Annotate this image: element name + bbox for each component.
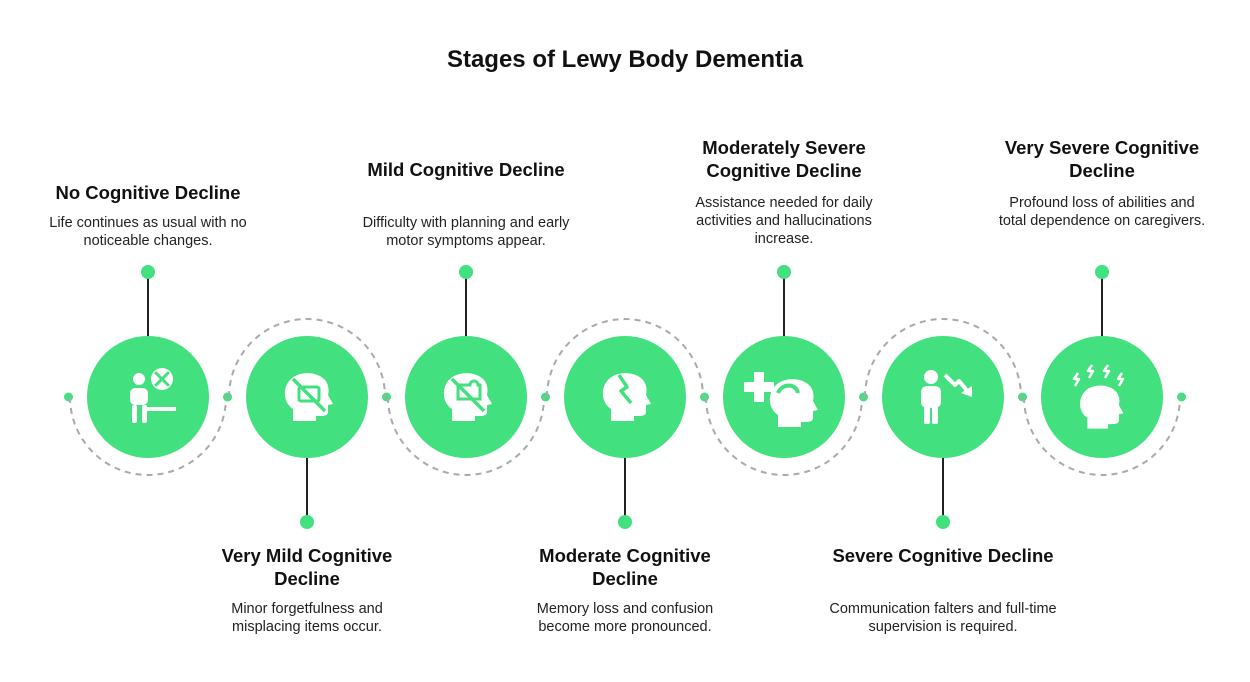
person-head [133,373,145,385]
person-decline-arrow-icon [921,370,972,424]
person-body [921,386,941,408]
stage-title: Moderately Severe Cognitive Decline [702,137,866,181]
stage-dot [459,265,473,279]
head-puzzle-slash-icon [443,373,492,421]
dashed-arc [546,318,704,398]
head-crack-icon [602,373,651,421]
connector-dot [64,392,73,402]
lightning-bolt [1086,364,1095,379]
stage-title: Very Mild Cognitive Decline [221,545,393,589]
person-leg [924,407,930,424]
arrow-head [961,386,972,397]
stage-title: Very Severe Cognitive Decline [1004,137,1200,181]
stage-description: Minor forgetfulness and misplacing items… [231,601,383,635]
dashed-arc [69,396,227,476]
stage-dot [777,265,791,279]
stage-dot [936,515,950,529]
person-body [130,388,148,405]
dashed-arc [1023,396,1181,476]
person-leg [132,405,137,423]
connector-dot [700,392,709,402]
connector-dot [1018,392,1027,402]
stage-description: Communication falters and full-time supe… [829,601,1057,635]
stage-description: Life continues as usual with no noticeab… [49,215,247,249]
stage-dot [300,515,314,529]
connector-dot [541,392,550,402]
head-medical-cross-icon [744,372,818,427]
person-cross-icon [130,368,176,423]
head-mark [776,383,800,394]
stage-dot [141,265,155,279]
person-leg [932,407,938,424]
puzzle-mark [456,379,482,401]
stage-circle [882,336,1004,458]
lightning-bolt [1102,364,1111,379]
slash-line [450,377,486,413]
slash-line [291,377,327,413]
cross-mark [154,371,170,387]
stage-dot [618,515,632,529]
dashed-arc [387,396,545,476]
stage-description: Memory loss and confusion become more pr… [536,601,714,635]
connector-dot [223,392,232,402]
stage-title: No Cognitive Decline [55,182,241,203]
head-profile [1080,385,1124,429]
dashed-arc [864,318,1022,398]
dashed-arc [705,396,863,476]
stage-title: Moderate Cognitive Decline [539,545,711,589]
stage-dot [1095,265,1109,279]
connector-dot [382,392,391,402]
stage-title: Mild Cognitive Decline [367,159,565,180]
person-head [924,370,938,384]
baseline-bar [145,407,176,411]
connector-dot [1177,392,1186,402]
page-title: Stages of Lewy Body Dementia [446,46,804,73]
dashed-arc [228,318,386,398]
stage-description: Profound loss of abilities and total dep… [998,195,1206,229]
crack-line [617,374,633,405]
connector-dot [859,392,868,402]
lightning-bolt [1072,372,1081,387]
stage-title: Severe Cognitive Decline [832,545,1054,566]
head-profile [769,379,818,427]
medical-cross [744,372,774,402]
stage-description: Difficulty with planning and early motor… [362,215,570,249]
decline-arrow [943,373,971,395]
head-mark [297,385,321,403]
lightning-bolt [1116,372,1125,387]
stage-description: Assistance needed for daily activities a… [695,195,873,247]
head-slash-icon [284,373,333,421]
head-lightning-icon [1072,364,1125,429]
